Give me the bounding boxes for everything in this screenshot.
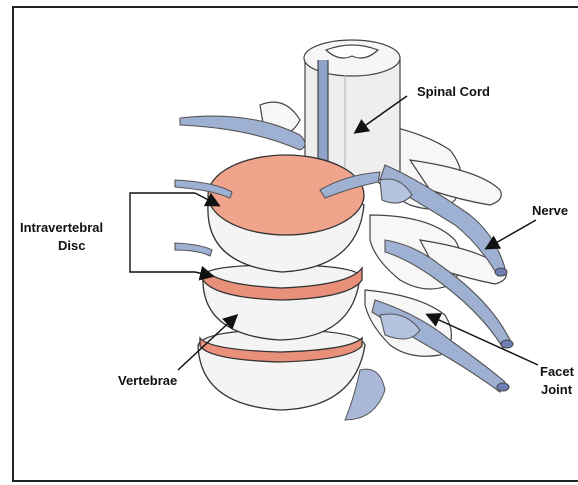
disc-bracket: [130, 193, 195, 272]
vertebrae-label: Vertebrae: [118, 373, 177, 389]
nerve-label: Nerve: [532, 203, 568, 219]
spinal-cord-label: Spinal Cord: [417, 84, 490, 100]
disc-label-line1: Intravertebral: [20, 220, 103, 236]
facet-label-line2: Joint: [541, 382, 572, 398]
disc-label-line2: Disc: [58, 238, 85, 254]
facet-label-line1: Facet: [540, 364, 574, 380]
arrow-nerve: [487, 220, 536, 248]
